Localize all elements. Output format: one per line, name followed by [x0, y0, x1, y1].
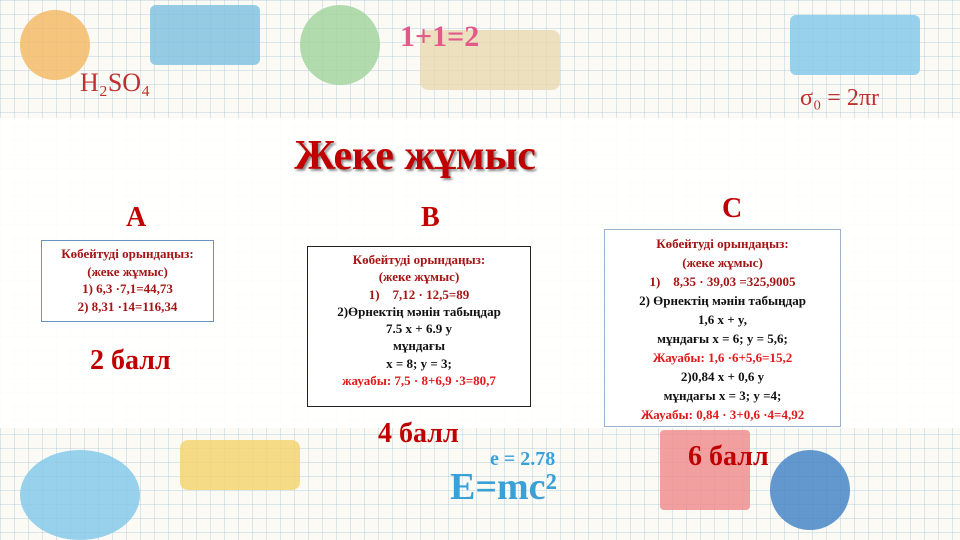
box-line: 1) 7,12 · 12,5=89 — [368, 286, 470, 302]
column-b-label: B — [421, 202, 440, 233]
box-line: (жеке жұмыс) — [378, 269, 460, 285]
box-line: (жеке жұмыс) — [682, 255, 763, 270]
formula-e: e = 2.78 — [490, 448, 556, 470]
triangle-doodle — [660, 430, 750, 510]
box-line: 1) 6,3 ·7,1=44,73 — [82, 281, 173, 296]
globe-doodle — [300, 5, 380, 85]
triangle-ruler-doodle — [20, 10, 90, 80]
formula-1plus1: 1+1=2 — [400, 20, 480, 53]
bottom-doodle-border: E=mc² e = 2.78 — [0, 420, 960, 540]
box-line: Көбейтуді орындаңыз: — [656, 236, 789, 251]
box-line: 1) 8,35 · 39,03 =325,9005 — [649, 274, 796, 289]
formula-emc2: E=mc² — [450, 466, 557, 508]
box-line: Көбейтуді орындаңыз: — [352, 252, 486, 267]
briefcase-doodle — [790, 15, 920, 75]
laptop-doodle — [150, 5, 260, 65]
formula-h2so4: H₂SO₄ — [80, 68, 151, 97]
box-line: Көбейтуді орындаңыз: — [61, 246, 194, 261]
box-line: 2)0,84 x + 0,6 y — [680, 369, 765, 384]
score-a: 2 балл — [90, 345, 171, 376]
column-c-label: C — [722, 193, 743, 224]
formula-sigma: σ₀ = 2πr — [800, 85, 879, 111]
box-line: (жеке жұмыс) — [87, 263, 168, 279]
column-a-label: A — [126, 202, 147, 233]
answer-line: Жауабы: 1,6 ·6+5,6=15,2 — [652, 350, 793, 365]
box-line: 2) Өрнектің мәнін табыңдар — [639, 293, 806, 308]
top-doodle-border: H₂SO₄ 1+1=2 σ₀ = 2πr — [0, 0, 960, 120]
box-line: мұндағы x = 3; y =4; — [663, 388, 782, 403]
score-b: 4 балл — [378, 418, 459, 449]
box-line: мұндағы x = 6; y = 5,6; — [657, 331, 788, 346]
box-line: x = 8; y = 3; — [386, 355, 452, 371]
abc-doodle — [20, 450, 140, 540]
box-line: мұндағы — [393, 338, 445, 354]
answer-line: Жауабы: 0,84 · 3+0,6 ·4=4,92 — [640, 407, 805, 422]
task-box-b: Көбейтуді орындаңыз: (жеке жұмыс) 1) 7,1… — [307, 246, 531, 407]
page-title: Жеке жұмыс — [294, 133, 536, 179]
book-doodle — [420, 30, 560, 90]
task-box-a: Көбейтуді орындаңыз: (жеке жұмыс) 1) 6,3… — [41, 240, 214, 322]
pencils-doodle — [180, 440, 300, 490]
task-box-c: Көбейтуді орындаңыз: (жеке жұмыс) 1) 8,3… — [604, 229, 841, 427]
box-line: 2)Өрнектің мәнін табыңдар — [337, 303, 501, 319]
answer-line: жауабы: 7,5 · 8+6,9 ·3=80,7 — [342, 373, 496, 389]
box-line: 7.5 x + 6.9 y — [386, 321, 452, 337]
score-c: 6 балл — [688, 441, 769, 472]
soccer-ball-doodle — [770, 450, 850, 530]
box-line: 2) 8,31 ·14=116,34 — [77, 298, 178, 314]
box-line: 1,6 x + y, — [698, 312, 747, 327]
